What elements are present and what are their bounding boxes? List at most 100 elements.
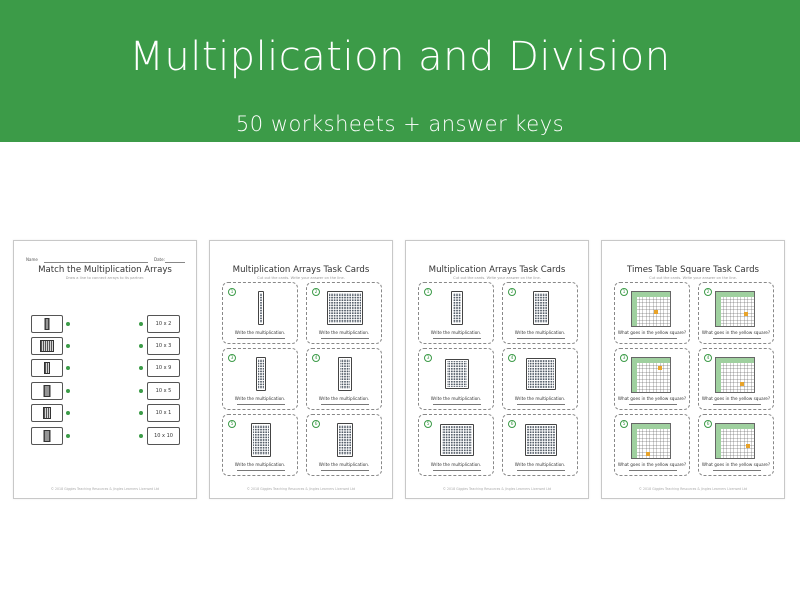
card-prompt: Write the multiplication. — [514, 462, 566, 467]
answer-line — [713, 404, 761, 405]
answer-line — [237, 470, 285, 471]
worksheet-instructions: Cut out the cards. Write your answer on … — [649, 276, 737, 280]
array-dots — [329, 293, 361, 323]
product-box: 10 x 1 — [147, 404, 180, 422]
dot-array — [338, 357, 352, 391]
match-dot-left[interactable] — [66, 366, 70, 370]
card-number-badge: 2 — [508, 288, 516, 296]
product-box: 10 x 5 — [147, 382, 180, 400]
answer-line — [321, 470, 369, 471]
card-number-badge: 1 — [620, 288, 628, 296]
banner-subtitle: 50 worksheets + answer keys — [235, 112, 565, 136]
card-prompt: Write the multiplication. — [318, 462, 370, 467]
worksheet-title: Multiplication Arrays Task Cards — [232, 265, 370, 275]
array-box — [31, 315, 63, 333]
match-dot-left[interactable] — [66, 411, 70, 415]
answer-line — [517, 338, 565, 339]
times-table-grid — [715, 291, 755, 327]
dot-array — [533, 291, 549, 325]
array-strip — [44, 318, 50, 330]
answer-line — [713, 338, 761, 339]
array-strip — [40, 340, 54, 352]
yellow-square — [740, 382, 744, 386]
times-table-grid — [631, 423, 671, 459]
name-line — [44, 262, 148, 263]
array-box — [31, 382, 63, 400]
yellow-square — [658, 366, 662, 370]
card-number-badge: 4 — [312, 354, 320, 362]
array-box — [31, 359, 63, 377]
array-box — [31, 427, 63, 445]
array-dots — [453, 293, 461, 323]
match-dot-left[interactable] — [66, 344, 70, 348]
match-dot-right[interactable] — [139, 434, 143, 438]
dot-array — [526, 358, 556, 390]
dot-array — [451, 291, 463, 325]
array-dots — [535, 293, 547, 323]
answer-line — [629, 338, 677, 339]
card-number-badge: 1 — [424, 288, 432, 296]
card-prompt: Write the multiplication. — [430, 330, 482, 335]
worksheet-preview-times-table-square[interactable]: Times Table Square Task Cards Cut out th… — [601, 240, 785, 499]
card-number-badge: 4 — [704, 354, 712, 362]
match-dot-left[interactable] — [66, 389, 70, 393]
card-number-badge: 5 — [424, 420, 432, 428]
answer-line — [321, 404, 369, 405]
match-dot-right[interactable] — [139, 389, 143, 393]
match-dot-right[interactable] — [139, 322, 143, 326]
times-table-grid — [715, 423, 755, 459]
card-prompt: What goes in the yellow square? — [701, 462, 771, 467]
worksheet-footer: © 2018 Giggles Teaching Resources & Jing… — [50, 487, 160, 491]
array-strip — [43, 430, 51, 442]
times-table-grid — [715, 357, 755, 393]
dot-array — [258, 291, 264, 325]
array-dots — [527, 426, 555, 454]
card-prompt: Write the multiplication. — [318, 396, 370, 401]
answer-line — [629, 404, 677, 405]
match-dot-left[interactable] — [66, 322, 70, 326]
card-prompt: Write the multiplication. — [430, 462, 482, 467]
array-box — [31, 404, 63, 422]
worksheet-footer: © 2018 Giggles Teaching Resources & Jing… — [246, 487, 356, 491]
array-dots — [447, 361, 467, 387]
answer-line — [321, 338, 369, 339]
worksheet-preview-match-arrays[interactable]: Name Date: Match the Multiplication Arra… — [13, 240, 197, 499]
array-dots — [260, 293, 262, 323]
card-number-badge: 3 — [424, 354, 432, 362]
worksheet-preview-array-task-cards-a[interactable]: Multiplication Arrays Task Cards Cut out… — [209, 240, 393, 499]
times-table-grid — [631, 357, 671, 393]
worksheet-title: Multiplication Arrays Task Cards — [428, 265, 566, 275]
match-dot-left[interactable] — [66, 434, 70, 438]
yellow-square — [646, 452, 650, 456]
answer-line — [713, 470, 761, 471]
product-box: 10 x 3 — [147, 337, 180, 355]
worksheet-preview-array-task-cards-b[interactable]: Multiplication Arrays Task Cards Cut out… — [405, 240, 589, 499]
worksheet-instructions: Cut out the cards. Write your answer on … — [257, 276, 345, 280]
dot-array — [256, 357, 266, 391]
answer-line — [433, 404, 481, 405]
match-dot-right[interactable] — [139, 366, 143, 370]
match-dot-right[interactable] — [139, 344, 143, 348]
card-prompt: What goes in the yellow square? — [701, 396, 771, 401]
match-dot-right[interactable] — [139, 411, 143, 415]
array-dots — [258, 359, 264, 389]
date-line — [165, 262, 185, 263]
array-dots — [528, 360, 554, 388]
card-number-badge: 6 — [508, 420, 516, 428]
card-prompt: What goes in the yellow square? — [617, 462, 687, 467]
card-number-badge: 4 — [508, 354, 516, 362]
